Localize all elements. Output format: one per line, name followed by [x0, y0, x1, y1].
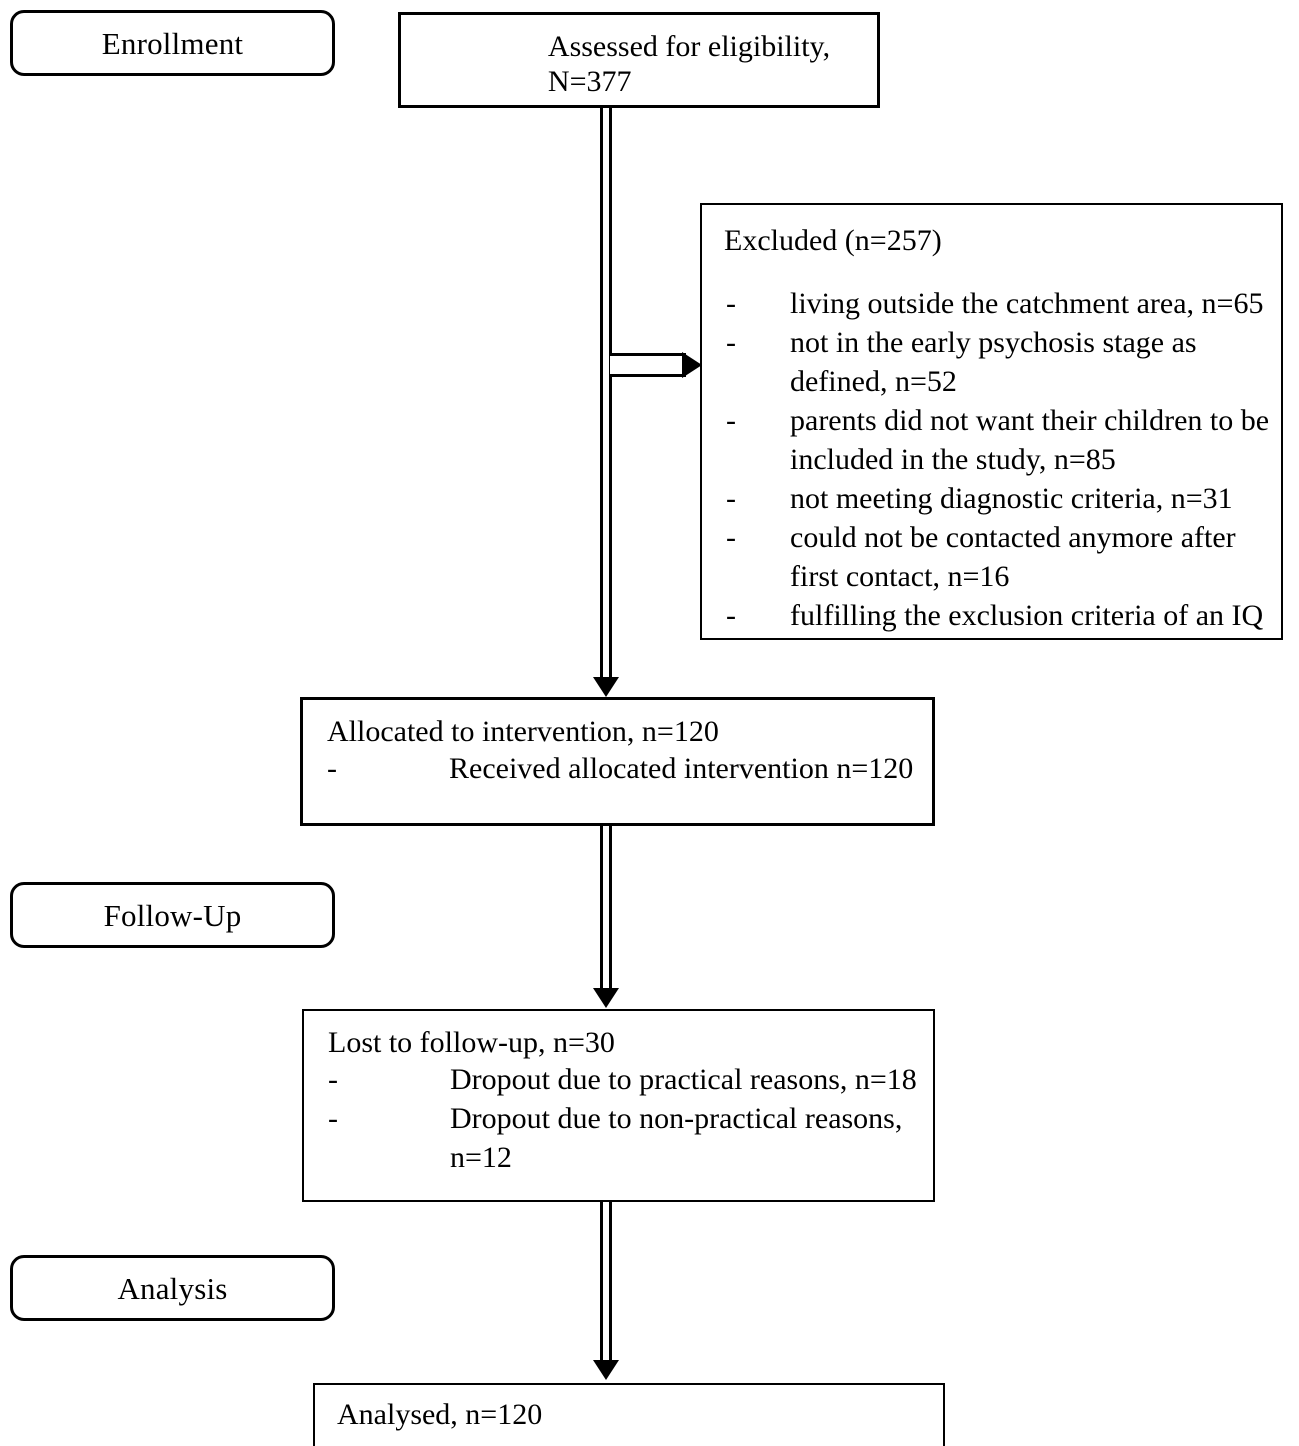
list-item-text: Received allocated intervention n=120 — [449, 752, 914, 786]
list-item: - parents did not want their children to… — [724, 401, 1271, 479]
list-item-text: could not be contacted anymore after fir… — [790, 521, 1236, 594]
bullet-dash: - — [726, 287, 736, 321]
list-item-text: not in the early psychosis stage as defi… — [790, 326, 1197, 399]
list-item-text: not meeting diagnostic criteria, n=31 — [790, 482, 1233, 516]
list-item: - not meeting diagnostic criteria, n=31 — [724, 479, 1271, 518]
bullet-dash: - — [726, 599, 736, 633]
list-item: - Dropout due to non-practical reasons, … — [328, 1099, 923, 1177]
list-item: - Received allocated intervention n=120 — [327, 749, 922, 788]
box-allocation-item-list: - Received allocated intervention n=120 — [327, 749, 922, 788]
bullet-dash: - — [328, 1102, 338, 1136]
connector-followup-to-analysed — [600, 1202, 612, 1362]
connector-eligibility-to-allocation — [600, 108, 612, 680]
arrowhead-allocation-to-followup — [593, 988, 619, 1008]
box-assessed-for-eligibility: Assessed for eligibility, N=377 — [398, 12, 880, 108]
stage-label-analysis-text: Analysis — [117, 1270, 228, 1306]
stage-label-follow-up-text: Follow-Up — [103, 897, 242, 933]
box-excluded-heading: Excluded (n=257) — [724, 224, 942, 257]
box-lost-to-follow-up: Lost to follow-up, n=30 - Dropout due to… — [302, 1009, 935, 1202]
bullet-dash: - — [327, 752, 337, 786]
box-excluded-reason-list: - living outside the catchment area, n=6… — [724, 284, 1271, 635]
list-item-text: Dropout due to non-practical reasons, n=… — [450, 1102, 903, 1175]
box-analysed: Analysed, n=120 — [313, 1383, 945, 1446]
stage-label-analysis: Analysis — [10, 1255, 335, 1321]
connector-allocation-to-followup — [600, 826, 612, 991]
box-excluded: Excluded (n=257) - living outside the ca… — [700, 203, 1283, 640]
list-item: - not in the early psychosis stage as de… — [724, 323, 1271, 401]
list-item-text: living outside the catchment area, n=65 — [790, 287, 1264, 321]
list-item-text: parents did not want their children to b… — [790, 404, 1270, 477]
bullet-dash: - — [726, 521, 736, 555]
list-item-text: Dropout due to practical reasons, n=18 — [450, 1063, 917, 1097]
box-assessed-for-eligibility-text: Assessed for eligibility, N=377 — [547, 30, 831, 99]
stage-label-enrollment: Enrollment — [10, 10, 335, 76]
arrowhead-eligibility-to-excluded — [682, 352, 702, 378]
bullet-dash: - — [726, 326, 736, 360]
box-lost-to-follow-up-heading: Lost to follow-up, n=30 — [328, 1026, 615, 1059]
arrowhead-eligibility-to-allocation — [593, 677, 619, 697]
arrowhead-followup-to-analysed — [593, 1360, 619, 1380]
list-item: - could not be contacted anymore after f… — [724, 518, 1271, 596]
list-item-text: fulfilling the exclusion criteria of an … — [790, 599, 1264, 633]
box-allocation-heading: Allocated to intervention, n=120 — [327, 715, 719, 748]
stage-label-follow-up: Follow-Up — [10, 882, 335, 948]
connector-eligibility-to-excluded — [610, 353, 686, 377]
list-item: - living outside the catchment area, n=6… — [724, 284, 1271, 323]
box-analysed-heading: Analysed, n=120 — [337, 1398, 543, 1431]
bullet-dash: - — [328, 1063, 338, 1097]
list-item: - Dropout due to practical reasons, n=18 — [328, 1060, 923, 1099]
box-lost-to-follow-up-item-list: - Dropout due to practical reasons, n=18… — [328, 1060, 923, 1177]
bullet-dash: - — [726, 482, 736, 516]
bullet-dash: - — [726, 404, 736, 438]
list-item: - fulfilling the exclusion criteria of a… — [724, 596, 1271, 635]
box-allocated-to-intervention: Allocated to intervention, n=120 - Recei… — [300, 697, 935, 826]
stage-label-enrollment-text: Enrollment — [101, 25, 244, 61]
